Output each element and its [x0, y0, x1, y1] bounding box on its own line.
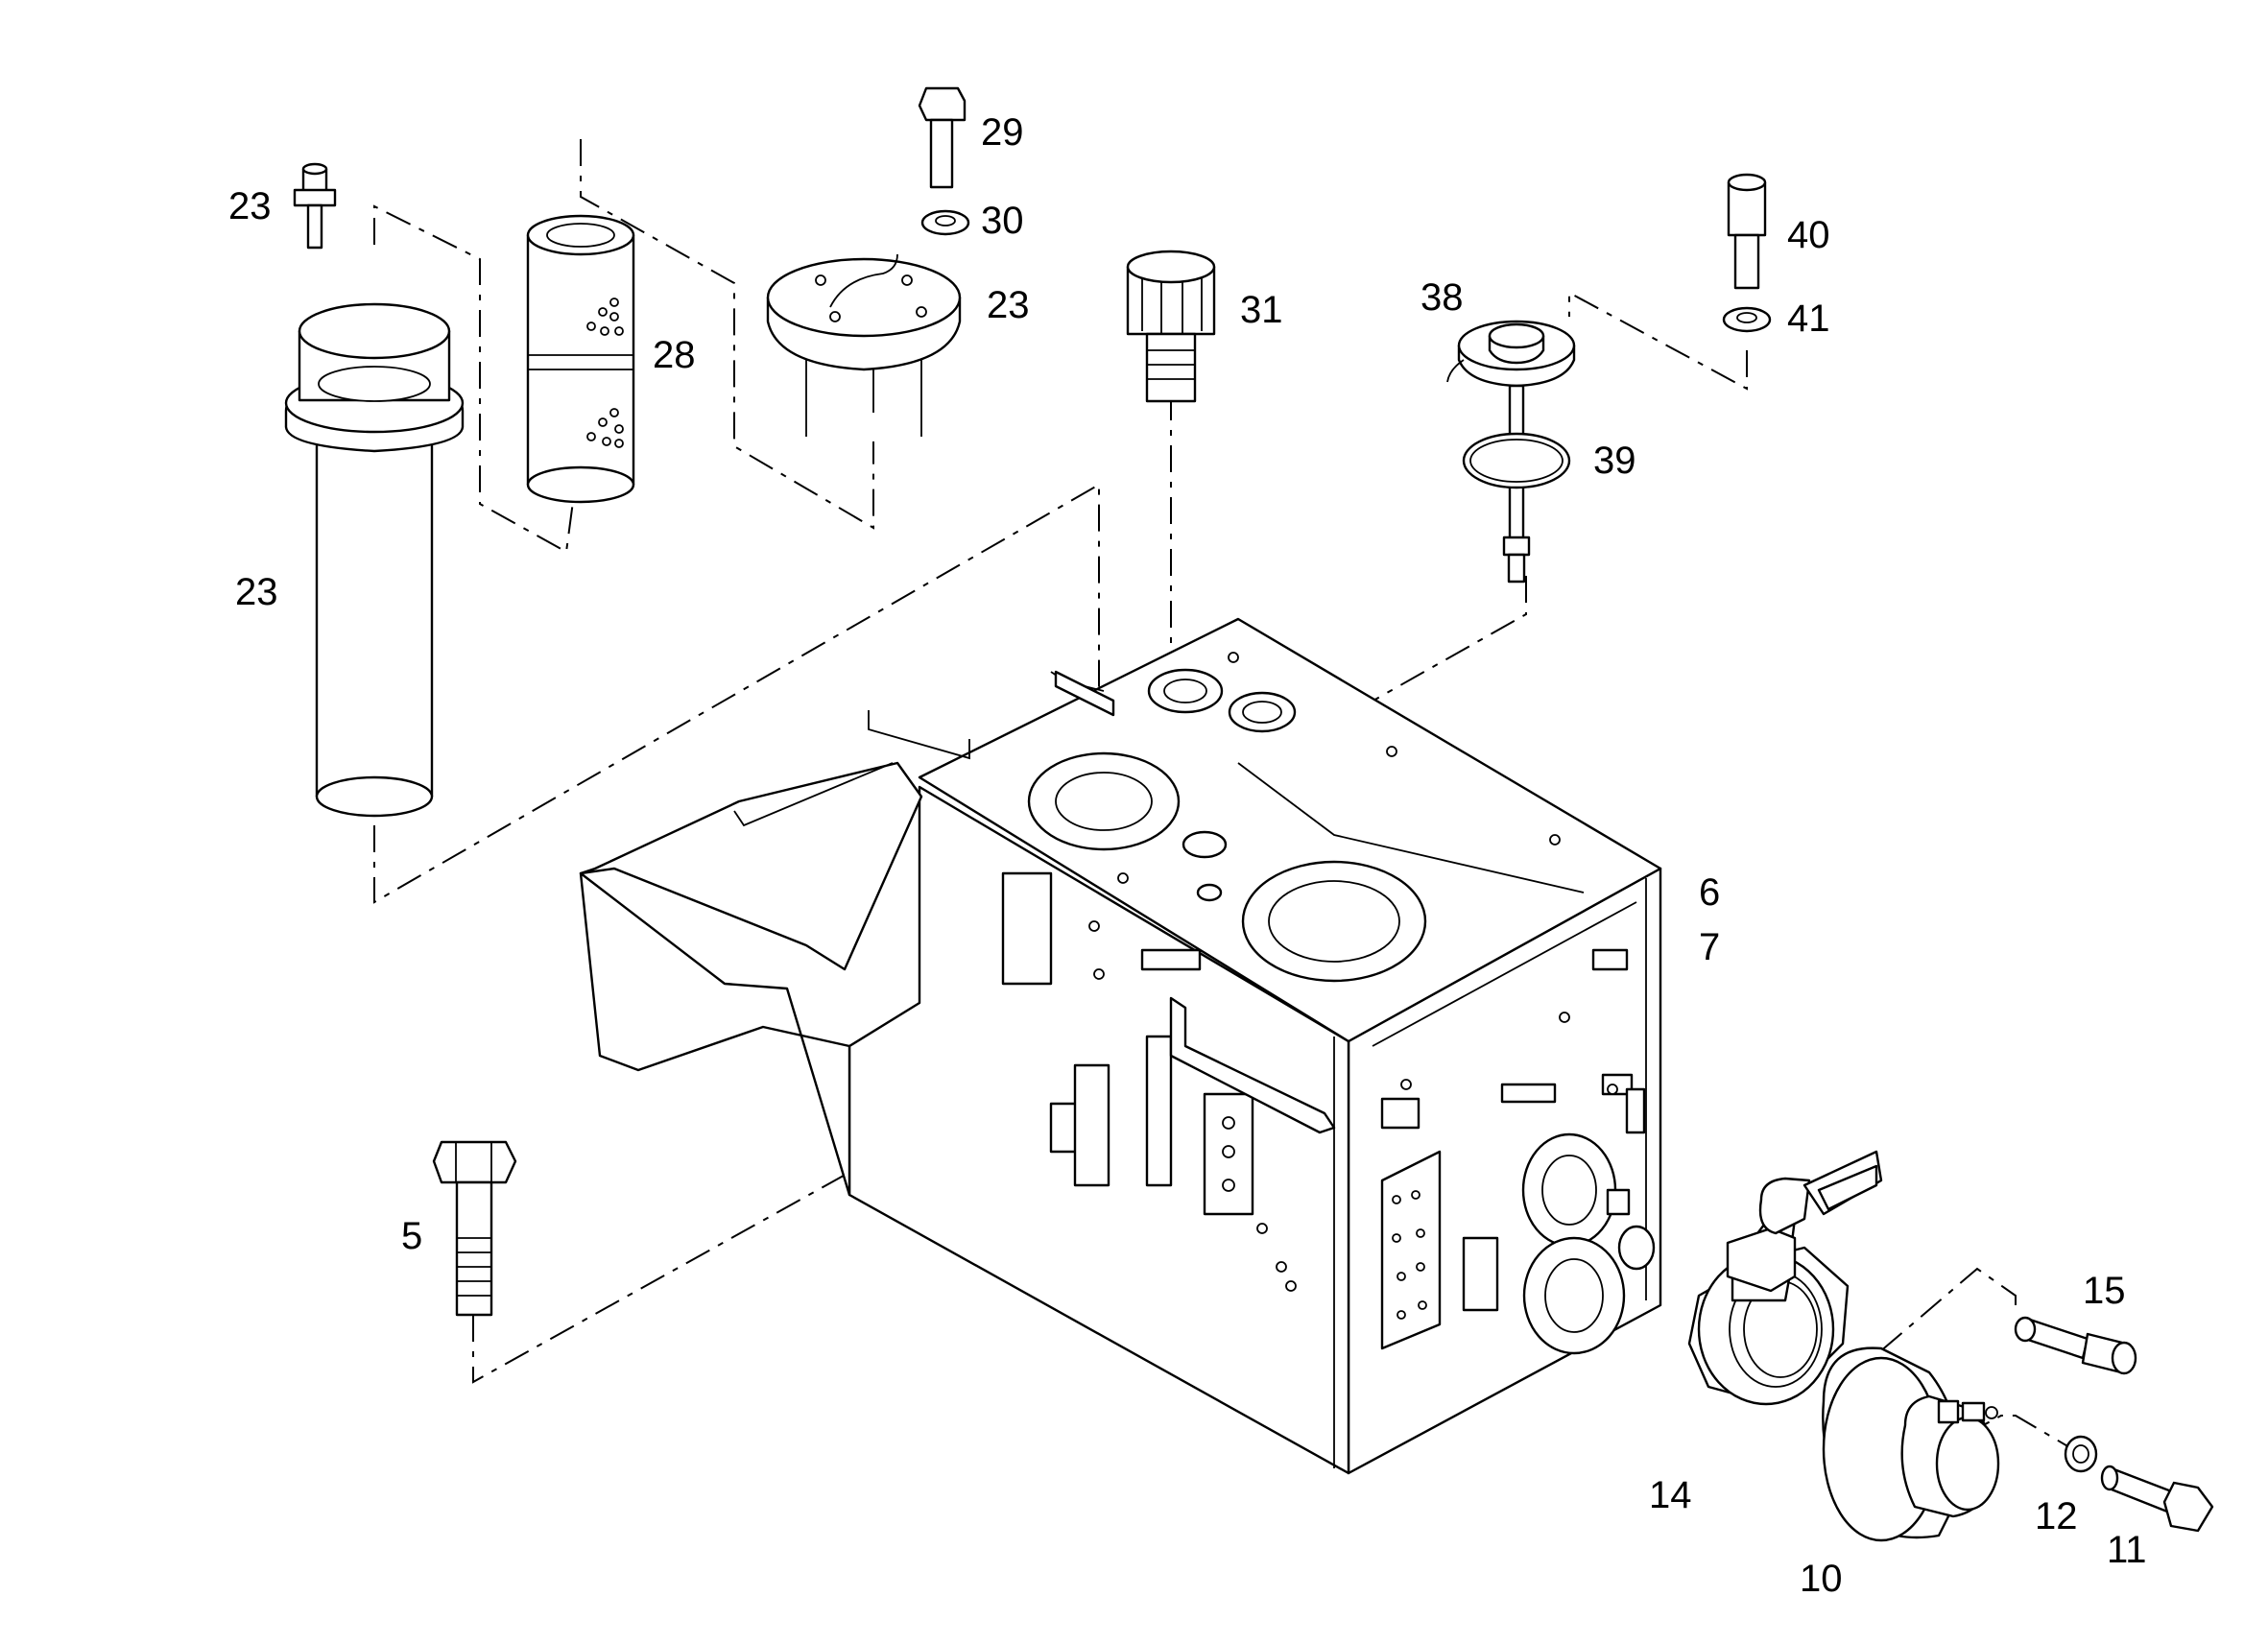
part-28-filter [526, 214, 635, 504]
callout-31: 31 [1240, 289, 1283, 331]
part-11-bolt [2100, 1465, 2214, 1533]
part-23-bolt [293, 162, 337, 250]
callout-11: 11 [2107, 1529, 2147, 1571]
part-40-bolt [1727, 173, 1767, 290]
part-31-cap [1126, 250, 1216, 403]
callout-15: 15 [2083, 1270, 2126, 1312]
callout-5: 5 [401, 1215, 423, 1257]
callout-30: 30 [981, 200, 1024, 242]
callout-6: 6 [1699, 871, 1721, 914]
part-5-bolt [432, 1140, 517, 1317]
housing-top-plate [918, 617, 1662, 1043]
part-23-plate [766, 253, 962, 437]
housing-side-wing [579, 871, 851, 1197]
callout-10: 10 [1800, 1558, 1843, 1600]
callout-23-bolt: 23 [228, 185, 272, 227]
callout-39: 39 [1593, 440, 1636, 482]
callout-41: 41 [1787, 298, 1830, 340]
callout-23-plate: 23 [987, 284, 1030, 326]
part-30-washer [920, 209, 970, 236]
part-12-washer [2064, 1435, 2098, 1473]
part-23-tube [284, 302, 465, 818]
callout-23-tube: 23 [235, 571, 278, 613]
callout-28: 28 [653, 334, 696, 376]
part-14-valve [1687, 1150, 1883, 1406]
callout-14: 14 [1649, 1474, 1692, 1516]
part-38-gauge [1446, 320, 1576, 388]
front-plate-holes [1203, 1092, 1254, 1216]
callout-40: 40 [1787, 214, 1830, 256]
callout-7: 7 [1699, 926, 1721, 968]
part-29-bolt [918, 86, 967, 189]
callout-38: 38 [1420, 276, 1464, 319]
part-15-screw [2014, 1316, 2137, 1375]
part-41-washer [1722, 306, 1772, 333]
filter-perforations [586, 298, 624, 448]
part-10-actuator [1822, 1346, 2000, 1542]
callout-29: 29 [981, 111, 1024, 154]
front-bracket-1 [1001, 871, 1053, 986]
right-perforated-plate [1380, 1150, 1442, 1350]
callout-12: 12 [2035, 1495, 2078, 1537]
main-housing [579, 617, 1662, 1475]
housing-left-bracket [579, 761, 923, 971]
part-39-rod [1462, 384, 1571, 584]
